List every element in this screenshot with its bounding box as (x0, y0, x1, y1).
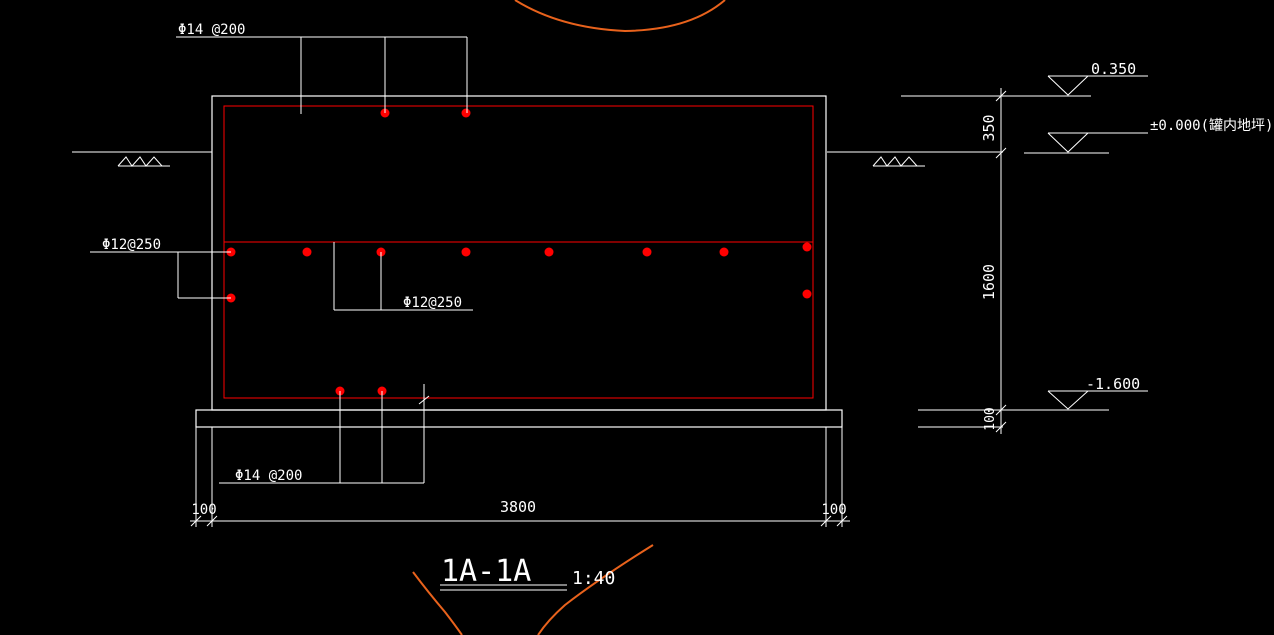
dim-width: 3800 (500, 498, 536, 516)
middle-rebar-label: Φ12@250 (403, 295, 462, 311)
ground-lines (72, 151, 1003, 167)
dim-left-offset: 100 (191, 502, 216, 518)
horizontal-dimension (190, 427, 850, 527)
ground-hatch-left (117, 156, 163, 167)
bottom-rebar-label: Φ14 @200 (235, 468, 302, 484)
vertical-dimension (995, 88, 1007, 434)
rebar-dot (642, 247, 652, 257)
top-rebar-label: Φ14 @200 (178, 22, 245, 38)
markup-curve-bottom-left (412, 571, 463, 635)
rebar-dot (802, 242, 812, 252)
base-slab (195, 409, 843, 428)
dim-base-height: 100 (983, 407, 998, 430)
ground-hatch-right (872, 156, 918, 167)
elevation-ground-label: ±0.000(罐内地坪) (1150, 118, 1273, 134)
rebar-dot (719, 247, 729, 257)
section-scale: 1:40 (572, 568, 615, 589)
rebar-dot (544, 247, 554, 257)
rebar-dot (302, 247, 312, 257)
elevation-bottom-label: -1.600 (1086, 375, 1140, 393)
left-rebar-label: Φ12@250 (102, 237, 161, 253)
dim-mid-height: 1600 (980, 264, 998, 300)
elevation-top-label: 0.350 (1091, 60, 1136, 78)
rebar-dot (802, 289, 812, 299)
leader-lines (90, 36, 473, 484)
rebar-dot (461, 108, 471, 118)
dim-right-offset: 100 (821, 502, 846, 518)
markup-curve-top (514, 0, 726, 33)
markup-curves (412, 0, 726, 635)
section-title: 1A-1A (441, 554, 531, 589)
markup-curve-bottom-right (537, 544, 654, 635)
rebar-dot (461, 247, 471, 257)
elevation-markers (901, 75, 1148, 428)
dim-top-height: 350 (980, 114, 998, 141)
